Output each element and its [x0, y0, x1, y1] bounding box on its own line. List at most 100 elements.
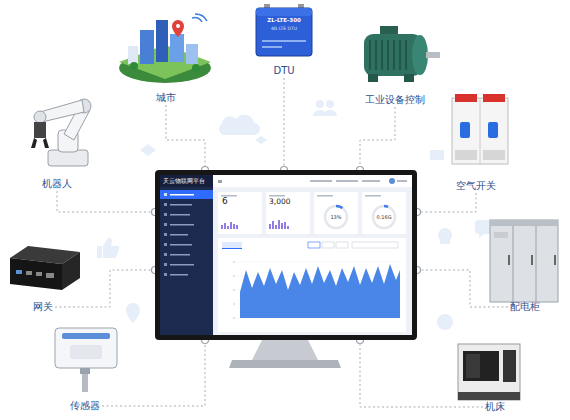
device-label: 机器人: [42, 178, 72, 190]
device-label: DTU: [273, 65, 294, 77]
background-icons-part: [316, 100, 324, 108]
dashboard-screen-part: [160, 175, 412, 335]
device-label: 配电柜: [510, 301, 540, 313]
gateway-box-part: [26, 271, 32, 275]
sensor-device-part: [70, 345, 102, 359]
dashboard-screen-part: [222, 242, 242, 248]
dashboard-screen-part: [222, 222, 237, 229]
dtu-device-part: [256, 8, 312, 16]
distribution-cabinet-part: [554, 255, 556, 265]
dashboard-screen-part: [362, 192, 406, 234]
dashboard-screen-part: [160, 175, 213, 335]
device-node: 网关: [31, 300, 55, 314]
sensor-device-part: [80, 368, 90, 374]
dashboard-screen-part: [266, 192, 310, 234]
distribution-cabinet-part: [536, 226, 537, 302]
dtu-device-part: [256, 8, 312, 56]
dashboard-screen-part: [170, 214, 190, 216]
robot-arm-part: [31, 138, 49, 148]
city-illustration-part: [186, 44, 198, 64]
device-node: 城市: [154, 91, 178, 105]
gateway-box-part: [46, 273, 54, 278]
motor-illustration-part: [370, 40, 406, 70]
robot-arm-part: [34, 111, 46, 123]
cnc-machine: [458, 344, 520, 400]
dashboard-screen-part: [325, 206, 347, 228]
air-switch: [452, 94, 508, 164]
dashboard-screen-part: [160, 175, 213, 187]
city-illustration: [119, 14, 211, 83]
city-illustration-part: [192, 64, 200, 72]
gateway-box-part: [10, 258, 62, 290]
connector-line: [284, 78, 285, 170]
background-icons-part: [326, 100, 334, 108]
connector-dot: [414, 209, 421, 216]
cnc-machine-part: [503, 350, 516, 382]
dashboard-screen-part: [336, 206, 343, 208]
device-node: 配电柜: [508, 300, 542, 314]
distribution-cabinet: [490, 220, 558, 302]
distribution-cabinet-part: [531, 255, 533, 265]
gateway-box-part: [36, 272, 42, 276]
background-icons-part: [255, 136, 267, 144]
dashboard-screen-part: [170, 234, 188, 236]
dashboard-screen-part: [240, 264, 400, 318]
sensor-device-part: [62, 333, 110, 339]
connector-dot: [202, 167, 209, 174]
dtu-device: [256, 4, 312, 56]
device-node: 空气开关: [454, 179, 498, 193]
dashboard-screen-part: [362, 180, 380, 182]
platform-title: 天云物联网平台: [163, 177, 205, 184]
device-label: 工业设备控制: [365, 94, 425, 106]
city-illustration-part: [156, 20, 168, 62]
background-icons-part: [430, 150, 444, 160]
dashboard-screen-part: [322, 242, 334, 248]
device-marking: ZL-LTE-300: [267, 18, 301, 24]
dashboard-screen-part: [213, 175, 412, 187]
robot-arm-part: [34, 122, 46, 138]
dashboard-screen-part: [336, 242, 348, 248]
dashboard-screen-part: [317, 195, 333, 197]
dashboard-screen-part: [170, 244, 192, 246]
city-illustration-part: [172, 20, 184, 37]
dashboard-screen-part: [373, 206, 395, 228]
air-switch-part: [483, 94, 505, 102]
dashboard-screen-part: [170, 254, 190, 256]
dashboard-screen-part: [218, 238, 406, 332]
dashboard-screen-part: [164, 253, 167, 256]
dashboard-screen-part: [170, 264, 194, 266]
background-icons-part: [97, 238, 119, 258]
motor-illustration: [364, 26, 440, 82]
distribution-cabinet-part: [490, 220, 558, 302]
dashboard-screen-part: [365, 195, 381, 197]
device-label: 网关: [33, 301, 53, 313]
connector-dot: [357, 337, 364, 344]
background-icons-part: [437, 314, 453, 330]
dashboard-screen-part: [238, 262, 402, 318]
dashboard-screen-part: [389, 178, 395, 184]
connector-dot: [281, 167, 288, 174]
device-node: 传感器: [68, 399, 102, 413]
dashboard-screen-part: [384, 205, 388, 208]
connector-line: [57, 191, 155, 212]
dashboard-value: 6: [222, 197, 228, 206]
sensor-device-part: [82, 374, 88, 392]
dashboard-screen-part: [164, 243, 167, 246]
air-switch-part: [455, 94, 477, 102]
connector-line: [360, 340, 483, 407]
device-node: 机器人: [40, 177, 74, 191]
dashboard-screen-part: [164, 223, 167, 226]
connector-line: [166, 105, 205, 170]
device-marking: 4G LTE DTU: [271, 27, 297, 32]
cnc-machine-part: [458, 344, 520, 400]
connector-line: [417, 193, 476, 212]
sensor-device: [55, 328, 117, 392]
background-icons-part: [126, 303, 140, 323]
cnc-machine-part: [466, 354, 480, 378]
background-icons-part: [313, 110, 337, 116]
device-label: 城市: [156, 92, 176, 104]
background-icons-part: [438, 228, 452, 244]
dashboard-screen-part: [352, 242, 398, 248]
